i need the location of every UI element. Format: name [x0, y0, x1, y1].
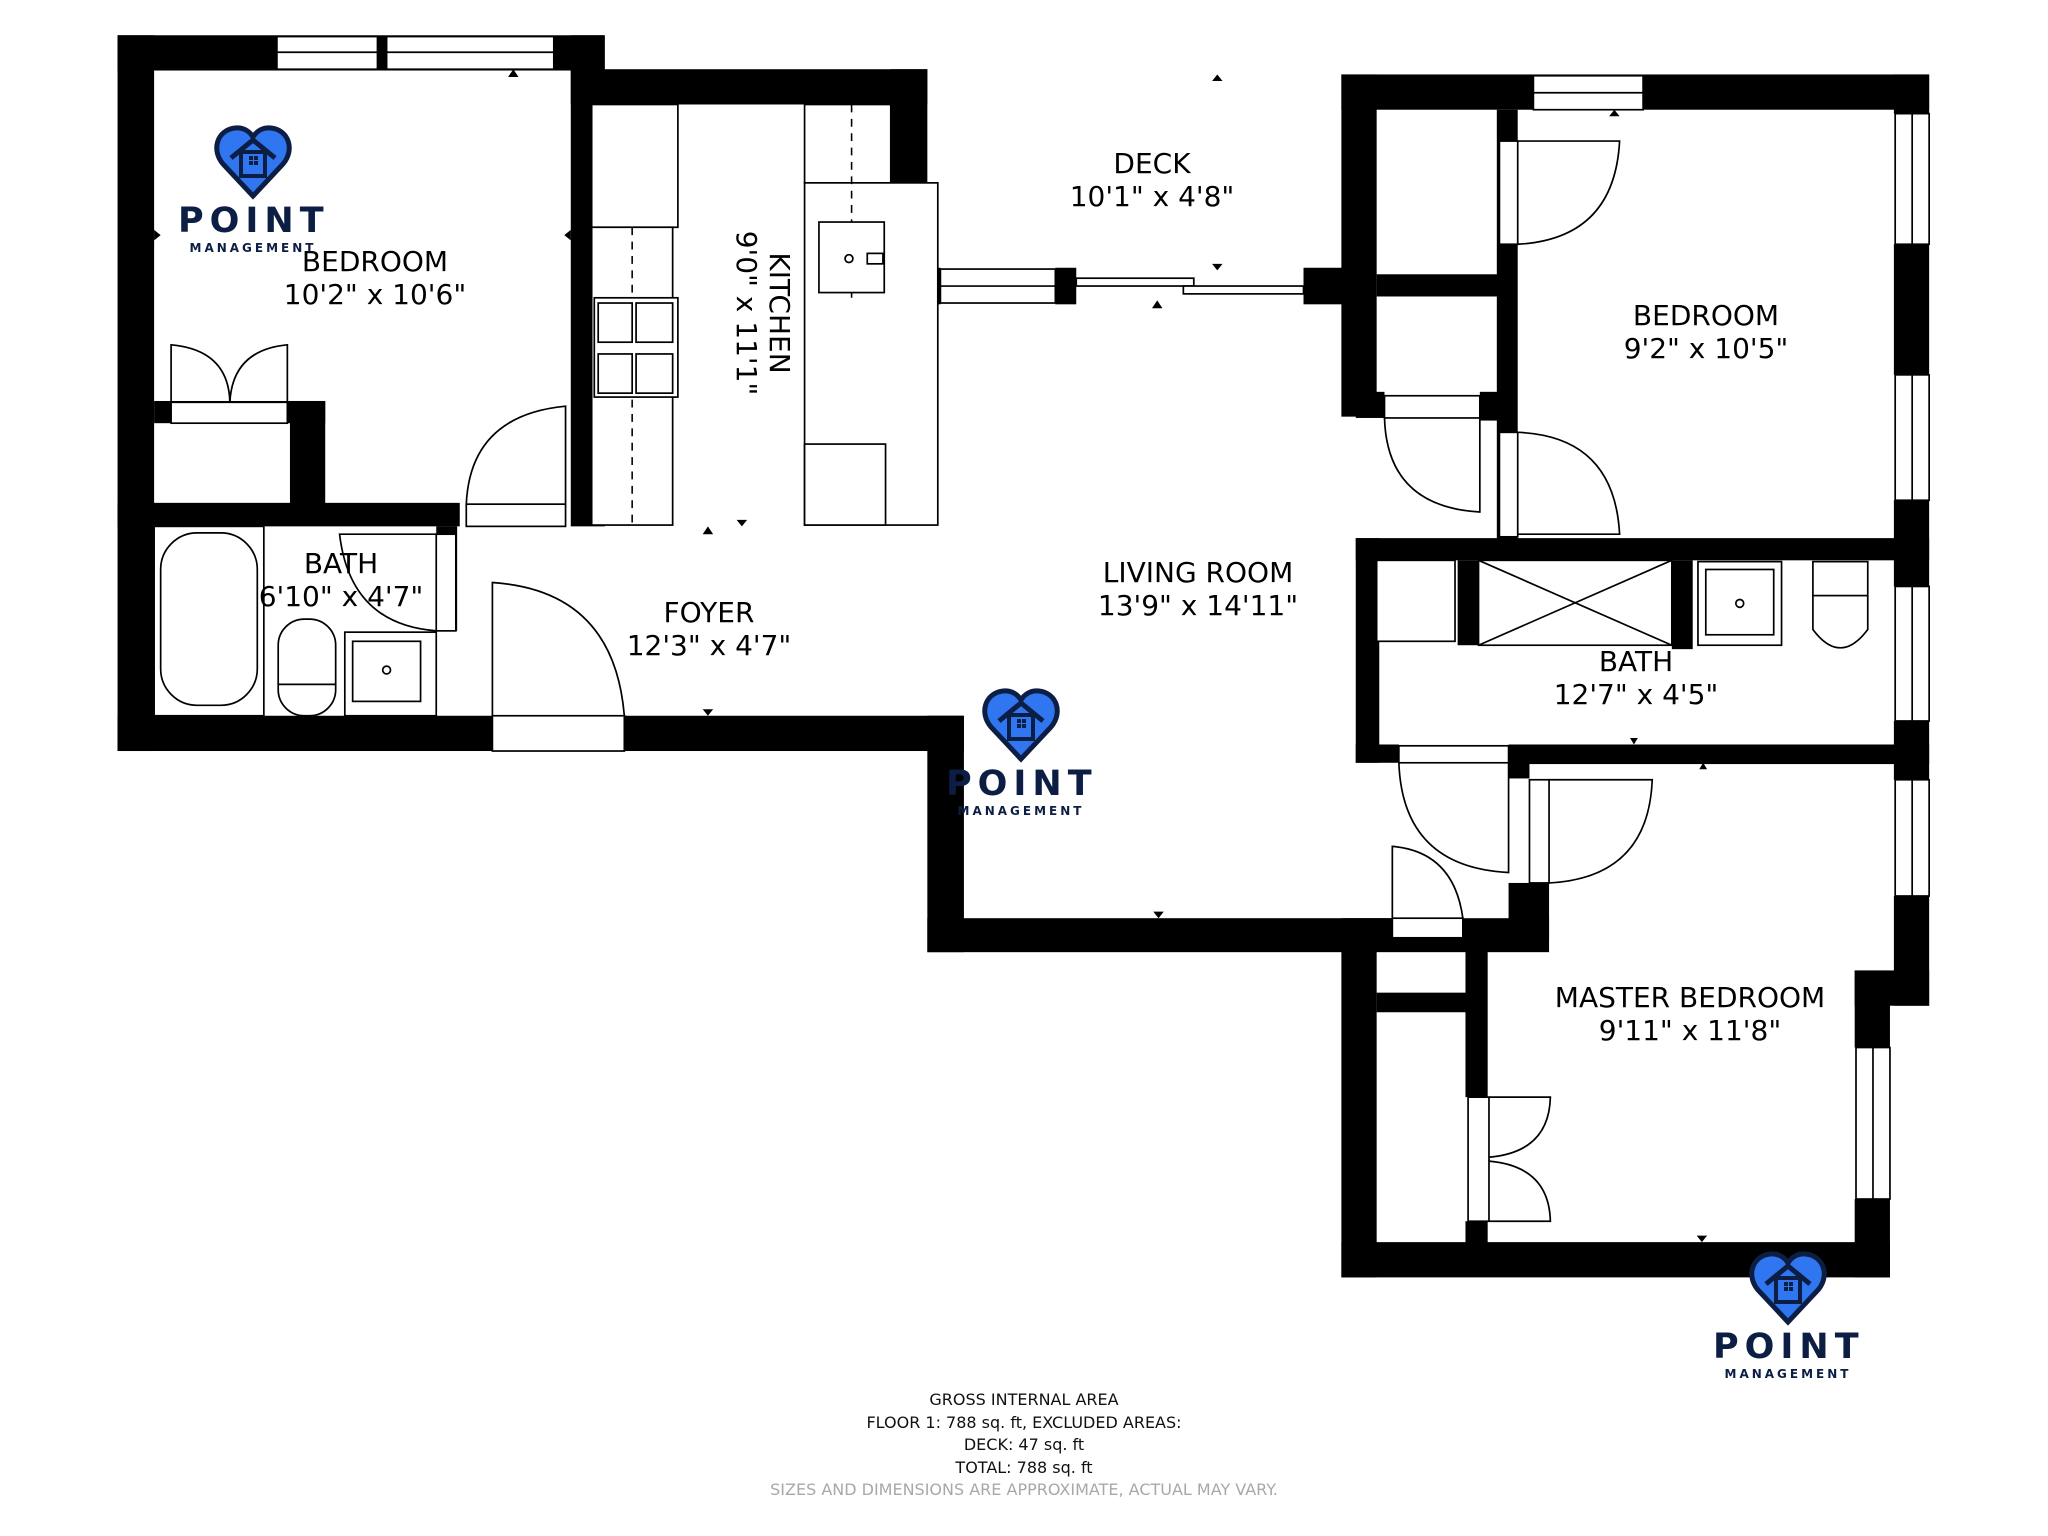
room-dimensions: 9'2" x 10'5" [1623, 332, 1789, 365]
room-label-deck: DECK 10'1" x 4'8" [1070, 147, 1235, 213]
room-label-kitchen: KITCHEN 9'0" x 11'1" [730, 231, 796, 396]
area-total-line: TOTAL: 788 sq. ft [955, 1457, 1093, 1477]
room-dimensions: 10'1" x 4'8" [1069, 180, 1235, 213]
brand-logo-top-left: POINT MANAGEMENT [178, 124, 328, 256]
brand-logo-center: POINT MANAGEMENT [946, 687, 1096, 819]
area-disclaimer: SIZES AND DIMENSIONS ARE APPROXIMATE, AC… [770, 1480, 1278, 1499]
room-dimensions: 10'2" x 10'6" [283, 278, 467, 311]
area-deck-line: DECK: 47 sq. ft [963, 1435, 1085, 1454]
room-name: BATH [1598, 645, 1674, 678]
room-label-bath-2: BATH 12'7" x 4'5" [1554, 645, 1719, 711]
brand-name: POINT [1713, 1327, 1865, 1367]
room-dimensions: 6'10" x 4'7" [258, 580, 424, 613]
area-summary: GROSS INTERNAL AREA FLOOR 1: 788 sq. ft,… [770, 1389, 1278, 1502]
room-name: KITCHEN [763, 252, 796, 374]
room-name: BEDROOM [301, 245, 449, 278]
measure-markers [154, 69, 1708, 1243]
brand-tagline: MANAGEMENT [957, 804, 1085, 818]
fixtures [153, 103, 1869, 717]
brand-name: POINT [946, 764, 1098, 804]
brand-name: POINT [178, 201, 330, 241]
room-label-living-room: LIVING ROOM 13'9" x 14'11" [1098, 556, 1298, 622]
heart-house-icon [982, 688, 1060, 763]
room-name: FOYER [663, 596, 755, 629]
brand-tagline: MANAGEMENT [1724, 1367, 1852, 1381]
room-dimensions: 9'0" x 11'1" [730, 230, 763, 396]
brand-tagline: MANAGEMENT [189, 241, 317, 255]
room-label-bedroom-1: BEDROOM 10'2" x 10'6" [284, 245, 466, 311]
room-label-master-bedroom: MASTER BEDROOM 9'11" x 11'8" [1555, 981, 1825, 1047]
brand-logo-bottom-right: POINT MANAGEMENT [1713, 1250, 1863, 1382]
windows [276, 35, 1930, 1200]
area-floor-line: FLOOR 1: 788 sq. ft, EXCLUDED AREAS: [866, 1412, 1182, 1432]
room-dimensions: 12'3" x 4'7" [626, 629, 792, 662]
room-name: BEDROOM [1632, 299, 1780, 332]
room-name: DECK [1113, 147, 1191, 180]
room-name: LIVING ROOM [1102, 556, 1294, 589]
doors [170, 140, 1654, 1223]
area-title: GROSS INTERNAL AREA [929, 1390, 1119, 1409]
room-name: BATH [303, 547, 379, 580]
room-label-bath-1: BATH 6'10" x 4'7" [259, 547, 424, 613]
heart-house-icon [1749, 1251, 1827, 1326]
room-dimensions: 12'7" x 4'5" [1553, 678, 1719, 711]
room-label-bedroom-2: BEDROOM 9'2" x 10'5" [1624, 299, 1789, 365]
room-dimensions: 13'9" x 14'11" [1097, 589, 1299, 622]
heart-house-icon [214, 125, 292, 200]
room-name: MASTER BEDROOM [1554, 981, 1826, 1014]
room-dimensions: 9'11" x 11'8" [1598, 1014, 1782, 1047]
room-label-foyer: FOYER 12'3" x 4'7" [627, 596, 792, 662]
